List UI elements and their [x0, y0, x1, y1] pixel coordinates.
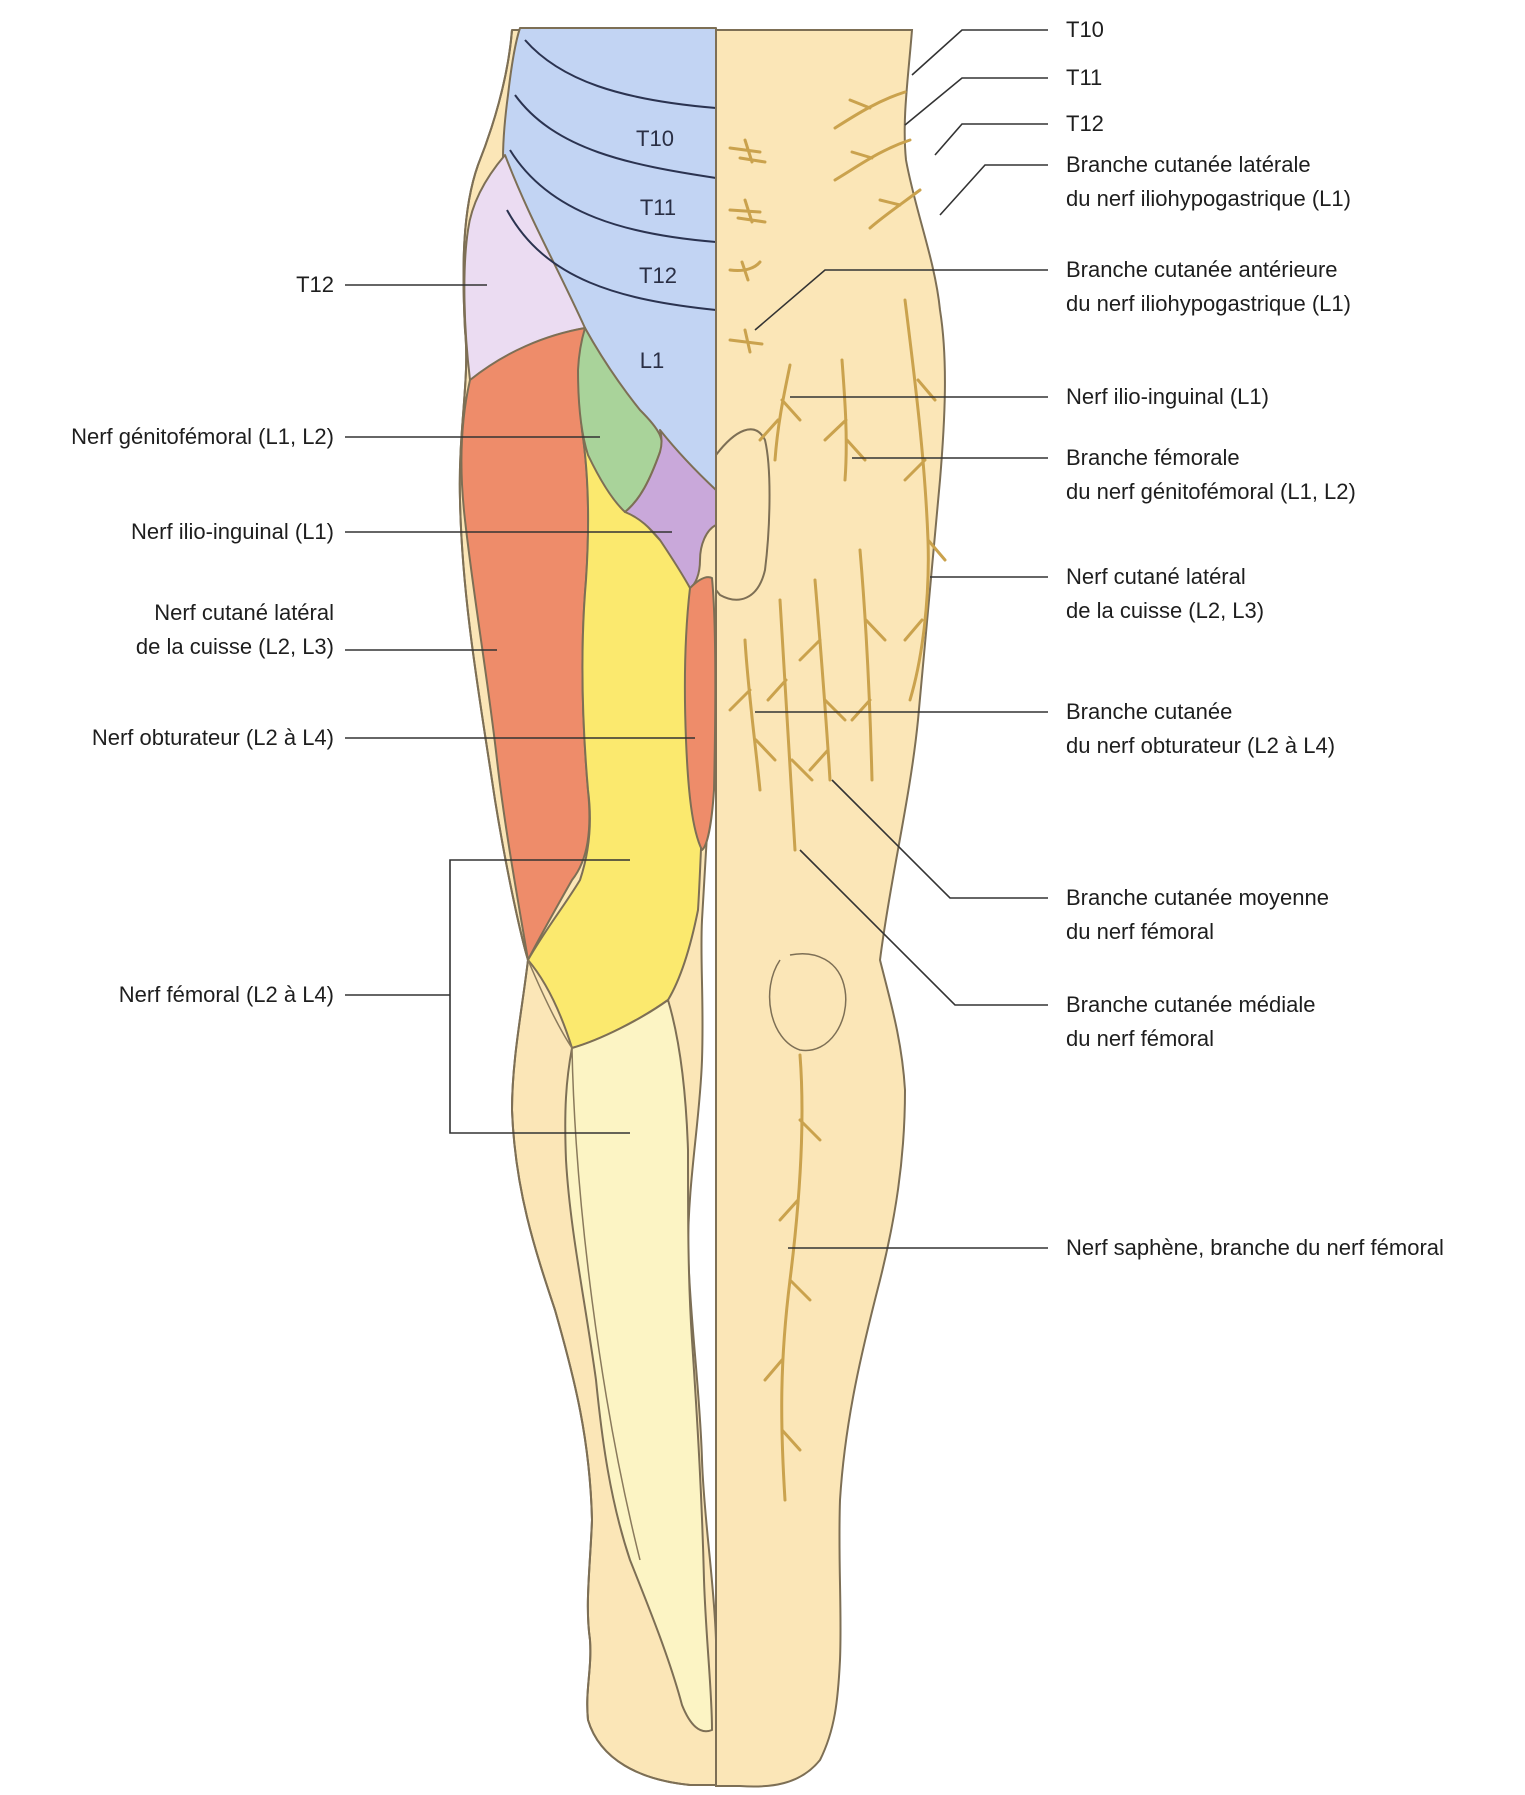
right-leg [716, 30, 945, 1787]
leader-right-t11 [905, 78, 1048, 125]
label-right-iliohypo-lat-line1: Branche cutanée latérale [1066, 148, 1351, 182]
label-left-ilio-inguinal: Nerf ilio-inguinal (L1) [131, 515, 334, 549]
label-right-obturateur: Branche cutanée du nerf obturateur (L2 à… [1066, 695, 1335, 763]
genital-contour [716, 429, 770, 599]
label-left-cutane-lateral: Nerf cutané latéral de la cuisse (L2, L3… [136, 596, 334, 664]
label-right-cutane-lat-line1: Nerf cutané latéral [1066, 560, 1264, 594]
zone-label-l1: L1 [612, 348, 692, 374]
label-left-cutane-lateral-line2: de la cuisse (L2, L3) [136, 630, 334, 664]
label-right-iliohypo-ant-line1: Branche cutanée antérieure [1066, 253, 1351, 287]
label-left-t12: T12 [296, 268, 334, 302]
zone-label-t12: T12 [618, 263, 698, 289]
zone-lateral-cutaneous [461, 328, 589, 960]
label-right-iliohypo-ant-line2: du nerf iliohypogastrique (L1) [1066, 287, 1351, 321]
label-right-t11: T11 [1066, 61, 1102, 95]
label-right-obturateur-line2: du nerf obturateur (L2 à L4) [1066, 729, 1335, 763]
zone-label-t10: T10 [615, 126, 695, 152]
label-right-iliohypo-lat-line2: du nerf iliohypogastrique (L1) [1066, 182, 1351, 216]
label-right-moyenne-line2: du nerf fémoral [1066, 915, 1329, 949]
leader-right-t12 [935, 124, 1048, 155]
label-right-iliohypo-ant: Branche cutanée antérieure du nerf ilioh… [1066, 253, 1351, 321]
label-right-mediale-line1: Branche cutanée médiale [1066, 988, 1316, 1022]
label-left-femoral: Nerf fémoral (L2 à L4) [119, 978, 334, 1012]
label-right-mediale: Branche cutanée médiale du nerf fémoral [1066, 988, 1316, 1056]
label-right-t10: T10 [1066, 13, 1104, 47]
label-right-ilio-inguinal: Nerf ilio-inguinal (L1) [1066, 380, 1269, 414]
label-right-saphene: Nerf saphène, branche du nerf fémoral [1066, 1231, 1444, 1265]
label-right-t12: T12 [1066, 107, 1104, 141]
label-right-iliohypo-lat: Branche cutanée latérale du nerf iliohyp… [1066, 148, 1351, 216]
label-right-moyenne-line1: Branche cutanée moyenne [1066, 881, 1329, 915]
label-right-genito-fem-line2: du nerf génitofémoral (L1, L2) [1066, 475, 1356, 509]
label-right-cutane-lat-line2: de la cuisse (L2, L3) [1066, 594, 1264, 628]
label-right-genito-fem-line1: Branche fémorale [1066, 441, 1356, 475]
label-left-cutane-lateral-line1: Nerf cutané latéral [136, 596, 334, 630]
label-left-genitofemoral: Nerf génitofémoral (L1, L2) [71, 420, 334, 454]
right-leg-silhouette [716, 30, 945, 1787]
leader-right-t10 [912, 30, 1048, 75]
left-leg [460, 28, 717, 1785]
label-right-genito-fem: Branche fémorale du nerf génitofémoral (… [1066, 441, 1356, 509]
label-right-mediale-line2: du nerf fémoral [1066, 1022, 1316, 1056]
label-right-obturateur-line1: Branche cutanée [1066, 695, 1335, 729]
label-right-moyenne: Branche cutanée moyenne du nerf fémoral [1066, 881, 1329, 949]
label-right-cutane-lat: Nerf cutané latéral de la cuisse (L2, L3… [1066, 560, 1264, 628]
zone-label-t11: T11 [618, 195, 698, 221]
leader-right-iliohypo-lat [940, 165, 1048, 215]
label-left-obturateur: Nerf obturateur (L2 à L4) [92, 721, 334, 755]
